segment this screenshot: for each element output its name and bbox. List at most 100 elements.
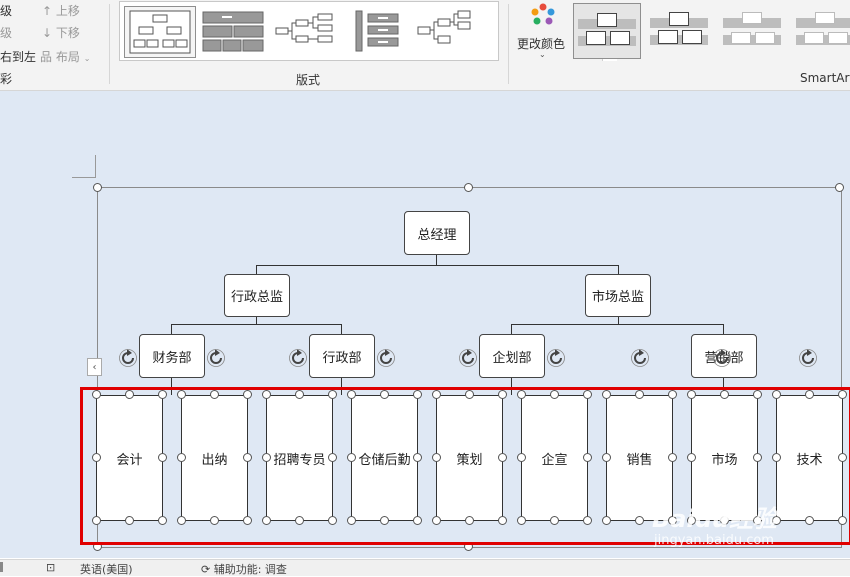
resize-handle[interactable] (243, 516, 252, 525)
resize-handle[interactable] (347, 453, 356, 462)
resize-handle[interactable] (550, 390, 559, 399)
resize-handle[interactable] (772, 453, 781, 462)
resize-handle[interactable] (668, 390, 677, 399)
resize-handle[interactable] (668, 516, 677, 525)
org-node-root[interactable]: 总经理 (404, 211, 470, 255)
resize-handle[interactable] (838, 516, 847, 525)
resize-handle[interactable] (432, 516, 441, 525)
resize-handle[interactable] (517, 516, 526, 525)
promote-level-button[interactable]: 级 (0, 4, 13, 18)
resize-handle[interactable] (602, 516, 611, 525)
resize-handle[interactable] (347, 390, 356, 399)
resize-handle[interactable] (328, 390, 337, 399)
resize-handle[interactable] (413, 453, 422, 462)
resize-handle[interactable] (805, 516, 814, 525)
resize-handle[interactable] (125, 516, 134, 525)
layout-thumb-table-hierarchy[interactable] (198, 6, 268, 56)
rotate-handle-icon[interactable] (630, 348, 650, 368)
resize-handle[interactable] (498, 390, 507, 399)
rotate-handle-icon[interactable] (458, 348, 478, 368)
resize-handle[interactable] (687, 516, 696, 525)
change-colors-button[interactable]: 更改颜色 ⌄ (515, 2, 571, 62)
resize-handle[interactable] (753, 453, 762, 462)
resize-handle[interactable] (177, 453, 186, 462)
rotate-handle-icon[interactable] (712, 348, 732, 368)
resize-handle[interactable] (635, 390, 644, 399)
right-to-left-button[interactable]: 右到左 (0, 50, 37, 64)
resize-handle[interactable] (550, 516, 559, 525)
resize-handle[interactable] (668, 453, 677, 462)
resize-handle[interactable] (92, 516, 101, 525)
resize-handle[interactable] (158, 453, 167, 462)
resize-handle[interactable] (465, 516, 474, 525)
org-node-level3[interactable]: 企划部 (479, 334, 545, 378)
resize-handle[interactable] (753, 516, 762, 525)
proofing-icon[interactable]: ⊡ (46, 561, 56, 574)
smartart-style-thumb-4[interactable] (792, 3, 850, 57)
resize-handle[interactable] (210, 390, 219, 399)
resize-handle[interactable] (380, 390, 389, 399)
resize-handle[interactable] (328, 453, 337, 462)
resize-handle[interactable] (635, 516, 644, 525)
rotate-handle-icon[interactable] (546, 348, 566, 368)
resize-handle[interactable] (262, 390, 271, 399)
resize-handle[interactable] (210, 516, 219, 525)
resize-handle[interactable] (243, 390, 252, 399)
resize-handle[interactable] (158, 390, 167, 399)
org-node-leaf[interactable]: 仓储后勤 (351, 395, 418, 521)
resize-handle[interactable] (347, 516, 356, 525)
resize-handle[interactable] (498, 516, 507, 525)
resize-handle[interactable] (687, 390, 696, 399)
resize-handle[interactable] (687, 453, 696, 462)
org-node-level2[interactable]: 市场总监 (585, 274, 651, 317)
resize-handle[interactable] (262, 453, 271, 462)
resize-handle[interactable] (498, 453, 507, 462)
move-down-button[interactable]: ↓ 下移 (42, 24, 80, 41)
resize-handle[interactable] (835, 183, 844, 192)
resize-handle[interactable] (295, 516, 304, 525)
resize-handle[interactable] (413, 516, 422, 525)
org-node-level3[interactable]: 行政部 (309, 334, 375, 378)
resize-handle[interactable] (583, 453, 592, 462)
layout-thumb-hierarchy-list[interactable] (412, 6, 482, 56)
resize-handle[interactable] (602, 390, 611, 399)
move-up-button[interactable]: ↑ 上移 (42, 2, 80, 19)
resize-handle[interactable] (838, 453, 847, 462)
resize-handle[interactable] (772, 516, 781, 525)
resize-handle[interactable] (158, 516, 167, 525)
resize-handle[interactable] (92, 453, 101, 462)
rotate-handle-icon[interactable] (288, 348, 308, 368)
demote-level-button[interactable]: 级 (0, 26, 13, 40)
accessibility-status[interactable]: ⟳ 辅助功能: 调查 (201, 561, 287, 577)
resize-handle[interactable] (125, 390, 134, 399)
resize-handle[interactable] (772, 390, 781, 399)
resize-handle[interactable] (517, 390, 526, 399)
org-node-leaf[interactable]: 销售 (606, 395, 673, 521)
layout-thumb-horizontal-hierarchy[interactable] (272, 6, 342, 56)
rotate-handle-icon[interactable] (206, 348, 226, 368)
resize-handle[interactable] (432, 453, 441, 462)
resize-handle[interactable] (243, 453, 252, 462)
smartart-style-thumb-2[interactable] (646, 3, 712, 57)
text-pane-toggle[interactable]: ‹ (87, 358, 102, 376)
rotate-handle-icon[interactable] (798, 348, 818, 368)
resize-handle[interactable] (93, 183, 102, 192)
resize-handle[interactable] (583, 516, 592, 525)
resize-handle[interactable] (92, 390, 101, 399)
resize-handle[interactable] (720, 390, 729, 399)
resize-handle[interactable] (753, 390, 762, 399)
resize-handle[interactable] (838, 390, 847, 399)
layout-thumb-hierarchy[interactable] (124, 6, 196, 58)
language-indicator[interactable]: 英语(美国) (80, 563, 133, 576)
layout-button[interactable]: 品 布局 ⌄ (40, 48, 90, 65)
org-node-leaf[interactable]: 策划 (436, 395, 503, 521)
resize-handle[interactable] (432, 390, 441, 399)
resize-handle[interactable] (177, 390, 186, 399)
resize-handle[interactable] (262, 516, 271, 525)
org-node-level3[interactable]: 财务部 (139, 334, 205, 378)
resize-handle[interactable] (177, 516, 186, 525)
rotate-handle-icon[interactable] (118, 348, 138, 368)
smartart-style-thumb-3[interactable] (719, 3, 785, 57)
resize-handle[interactable] (413, 390, 422, 399)
org-node-level2[interactable]: 行政总监 (224, 274, 290, 317)
